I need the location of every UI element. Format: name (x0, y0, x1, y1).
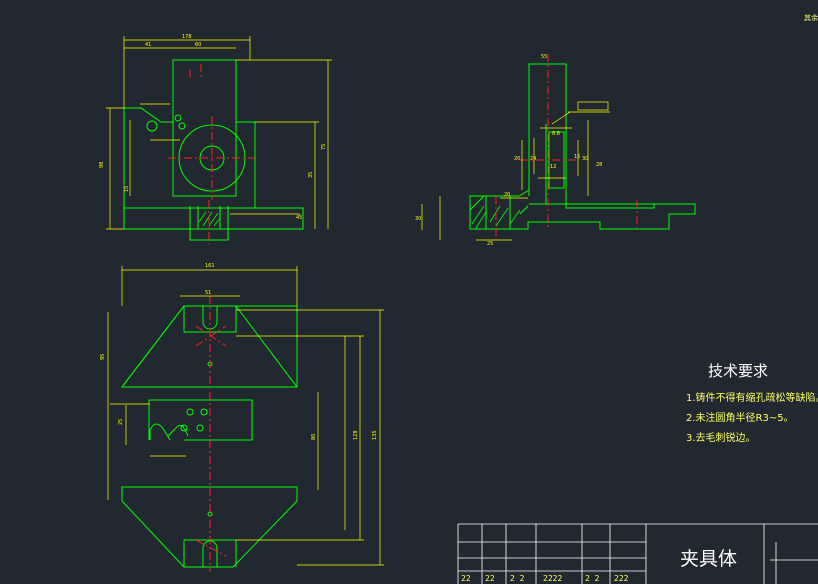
top-view-hole (180, 424, 188, 432)
front-view-hole (178, 122, 186, 130)
svg-text:60: 60 (195, 42, 201, 48)
title-block (457, 523, 818, 584)
title-block-cell: 2 2 (585, 574, 600, 583)
top-view-hole (200, 408, 208, 416)
title-block-cell: 2 2 (510, 574, 525, 583)
front-view-centerlines (168, 64, 258, 244)
side-view-hatch (471, 205, 521, 229)
svg-text:98: 98 (99, 162, 105, 168)
roughness-note: 其余 (804, 14, 818, 22)
svg-text:24: 24 (530, 156, 536, 162)
front-view-hole (174, 114, 182, 122)
side-view-datum-box (577, 101, 609, 111)
side-view: 55 20 30 25 20 24 15 30 8.8 12 28 (415, 54, 696, 247)
front-view-dimensions (106, 36, 332, 230)
svg-text:75: 75 (321, 144, 327, 150)
front-view: 178 41 60 98 75 35 15 45 (99, 34, 332, 244)
svg-text:95: 95 (100, 354, 106, 360)
front-view-hatch (198, 211, 221, 227)
top-view-section (149, 423, 189, 441)
top-view-outline-lower (121, 486, 298, 568)
svg-text:35: 35 (308, 172, 314, 178)
tech-requirements-title: 技术要求 (708, 362, 769, 380)
title-block-cell: 222 (614, 574, 629, 583)
svg-text:15: 15 (574, 154, 580, 160)
svg-text:25: 25 (118, 419, 124, 425)
svg-text:55: 55 (541, 54, 547, 60)
side-view-centerlines (495, 54, 638, 240)
svg-text:8.8: 8.8 (552, 131, 560, 137)
front-view-boss (172, 122, 237, 197)
top-view-pocket (148, 399, 253, 441)
side-view-dim-text: 55 20 30 25 20 24 15 30 8.8 12 28 (415, 54, 602, 247)
svg-text:28: 28 (596, 162, 602, 168)
svg-text:30: 30 (582, 156, 588, 162)
svg-text:20: 20 (514, 156, 520, 162)
top-view: 161 51 95 25 80 128 135 (100, 263, 384, 572)
tech-requirement-item: 1.铸件不得有缩孔疏松等缺陷。 (686, 393, 818, 404)
part-name: 夹具体 (680, 548, 738, 570)
top-view-centerlines (195, 296, 227, 572)
svg-text:12: 12 (550, 164, 556, 170)
front-view-outline (123, 59, 304, 230)
front-view-hole (146, 120, 158, 132)
svg-text:41: 41 (145, 42, 151, 48)
svg-text:15: 15 (124, 186, 130, 192)
title-block-cell: 22 (461, 574, 471, 583)
svg-text:128: 128 (353, 430, 359, 440)
svg-text:80: 80 (311, 434, 317, 440)
front-view-dim-text: 178 41 60 98 75 35 15 45 (99, 34, 327, 221)
svg-text:25: 25 (487, 241, 493, 247)
title-block-cell: 22 (485, 574, 495, 583)
svg-text:135: 135 (372, 430, 378, 440)
svg-text:161: 161 (205, 263, 215, 269)
top-view-dim-text: 161 51 95 25 80 128 135 (100, 263, 378, 440)
side-view-dimensions (421, 111, 610, 241)
title-block-cell: 2222 (543, 574, 563, 583)
tech-requirement-item: 2.未注圆角半径R3~5。 (686, 413, 794, 424)
svg-text:178: 178 (182, 34, 192, 40)
svg-text:51: 51 (205, 290, 211, 296)
tech-requirement-item: 3.去毛刺锐边。 (686, 433, 756, 444)
top-view-hole (186, 408, 194, 416)
top-view-dimensions (107, 266, 384, 566)
svg-text:45: 45 (296, 215, 302, 221)
side-view-outline (469, 63, 696, 230)
top-view-hole (196, 424, 204, 432)
side-view-rib (528, 124, 565, 204)
svg-text:30: 30 (415, 216, 421, 222)
svg-text:20: 20 (504, 192, 510, 198)
top-view-diag (121, 305, 298, 388)
